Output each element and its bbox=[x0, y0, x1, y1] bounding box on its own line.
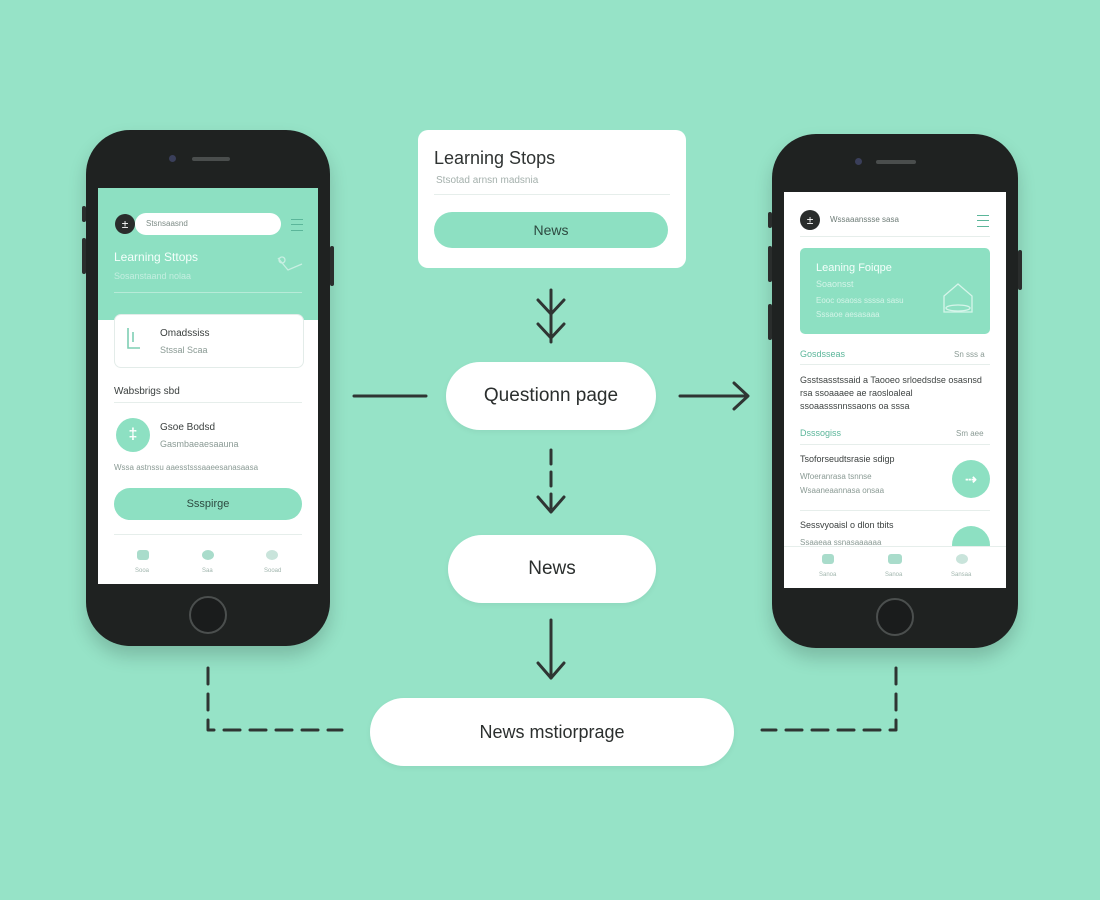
banner-text: Eooc osaoss ssssa sasu bbox=[816, 296, 904, 305]
side-button bbox=[768, 212, 772, 228]
section-divider bbox=[800, 364, 990, 365]
mail-icon[interactable] bbox=[888, 554, 902, 564]
side-button bbox=[1018, 250, 1022, 290]
side-button bbox=[82, 238, 86, 274]
nav-label: Sansaa bbox=[951, 572, 972, 578]
top-card-subtitle: Stsotad arnsn madsnia bbox=[436, 175, 539, 186]
right-phone-screen: ± Wssaaanssse sasa Leaning Foiqpe Soaons… bbox=[784, 192, 1006, 588]
speaker-grille bbox=[192, 157, 230, 161]
bottom-nav bbox=[784, 546, 1006, 588]
home-button[interactable] bbox=[189, 596, 227, 634]
home-button[interactable] bbox=[876, 598, 914, 636]
app-logo-icon: ± bbox=[800, 210, 820, 230]
left-phone-screen: ± Stsnsaasnd Learning Sttops Sosanstaand… bbox=[98, 188, 318, 584]
left-header-subtitle: Sosanstaand nolaa bbox=[114, 271, 192, 281]
top-card: Learning Stops Stsotad arnsn madsnia New… bbox=[418, 130, 686, 268]
list-item-subtitle: Wfoeranrasa tsnnse bbox=[800, 472, 872, 481]
right-phone: ± Wssaaanssse sasa Leaning Foiqpe Soaons… bbox=[768, 134, 1022, 648]
top-divider bbox=[800, 236, 990, 237]
header-divider bbox=[114, 292, 302, 293]
banner-title: Leaning Foiqpe bbox=[816, 262, 892, 274]
hamburger-menu-icon[interactable] bbox=[977, 215, 989, 227]
hamburger-menu-icon[interactable] bbox=[291, 219, 303, 231]
top-card-news-button[interactable]: News bbox=[434, 212, 668, 248]
list-divider bbox=[800, 510, 990, 511]
item-note: Wssa astnssu aaesstsssaaeesanasaasa bbox=[114, 463, 259, 472]
arrow-action-icon[interactable]: ⇢ bbox=[952, 460, 990, 498]
paragraph-text: Gsstsasstssaid a Taooeo srloedsdse osasn… bbox=[800, 375, 982, 411]
side-button bbox=[768, 304, 772, 340]
section-link[interactable]: Sm aee bbox=[956, 429, 984, 438]
banner-text-2: Sssaoe aesasaaa bbox=[816, 310, 880, 319]
nav-label: Sooa bbox=[135, 568, 150, 574]
top-card-divider bbox=[434, 194, 670, 195]
top-card-title: Learning Stops bbox=[434, 148, 556, 168]
section-link[interactable]: Sn sss a bbox=[954, 350, 985, 359]
search-text: Wssaaanssse sasa bbox=[830, 215, 899, 224]
chat-icon[interactable] bbox=[202, 550, 214, 560]
card-title: Omadssiss bbox=[160, 328, 210, 339]
list-item-subtitle: Wsaaneaannasa onsaa bbox=[800, 486, 885, 495]
nav-label: Sanoa bbox=[819, 572, 837, 578]
speaker-grille bbox=[876, 160, 916, 164]
banner-subtitle: Soaonsst bbox=[816, 279, 854, 289]
nav-label: Saa bbox=[202, 568, 213, 574]
home-icon[interactable] bbox=[822, 554, 834, 564]
side-button bbox=[82, 206, 86, 222]
list-item-icon: ‡ bbox=[116, 418, 150, 452]
section-divider bbox=[114, 402, 302, 403]
primary-action-button[interactable]: Ssspirge bbox=[114, 488, 302, 520]
list-item-title: Tsoforseudtsrasie sdigp bbox=[800, 454, 895, 464]
left-header-bg bbox=[98, 188, 318, 320]
section-title: Dsssogiss bbox=[800, 428, 842, 438]
item-subtitle: Gasmbaeaesaauna bbox=[160, 439, 239, 449]
left-info-card[interactable] bbox=[114, 314, 304, 368]
card-subtitle: Stssal Scaa bbox=[160, 345, 208, 355]
house-illustration-icon bbox=[943, 283, 973, 313]
left-phone: ± Stsnsaasnd Learning Sttops Sosanstaand… bbox=[82, 130, 334, 646]
nav-divider bbox=[114, 534, 302, 535]
home-icon[interactable] bbox=[137, 550, 149, 560]
section-title: Wabsbrigs sbd bbox=[114, 386, 180, 397]
settings-icon[interactable] bbox=[956, 554, 968, 564]
side-button bbox=[768, 246, 772, 282]
section-divider bbox=[800, 444, 990, 445]
front-camera bbox=[855, 158, 862, 165]
nav-label: Sanoa bbox=[885, 572, 903, 578]
item-title: Gsoe Bodsd bbox=[160, 422, 216, 433]
question-page-node[interactable]: Questionn page bbox=[446, 362, 656, 430]
search-bar[interactable] bbox=[135, 213, 281, 235]
side-button bbox=[330, 246, 334, 286]
left-header-title: Learning Sttops bbox=[114, 250, 199, 264]
chair-icon bbox=[127, 328, 140, 349]
header-illustration-icon bbox=[277, 256, 303, 271]
front-camera bbox=[169, 155, 176, 162]
nav-label: Sooad bbox=[264, 568, 282, 574]
profile-icon[interactable] bbox=[266, 550, 278, 560]
app-logo-icon: ± bbox=[115, 214, 135, 234]
section-title: Gosdsseas bbox=[800, 349, 846, 359]
banner-card[interactable] bbox=[800, 248, 990, 334]
search-text: Stsnsaasnd bbox=[146, 219, 188, 228]
list-item-subtitle: Ssaaeaa ssnasaaaaaa bbox=[800, 538, 882, 547]
news-node[interactable]: News bbox=[448, 535, 656, 603]
list-item-title: Sessvyoaisl o dlon tbits bbox=[800, 520, 894, 530]
news-storage-node[interactable]: News mstiorprage bbox=[370, 698, 734, 766]
